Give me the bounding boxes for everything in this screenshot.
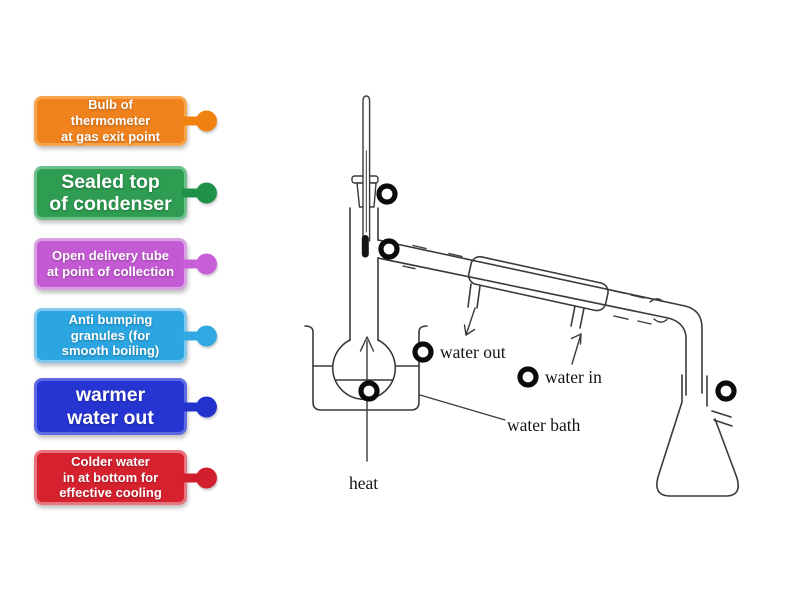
heat-label: heat bbox=[349, 473, 378, 493]
thermometer-bulb bbox=[361, 235, 369, 258]
connector-stem bbox=[182, 188, 201, 198]
answer-slot-flask-bottom[interactable] bbox=[358, 380, 380, 402]
water-in-label: water in bbox=[545, 367, 602, 387]
label-text: Anti bumping granules (for smooth boilin… bbox=[61, 311, 160, 359]
water-bath-label: water bath bbox=[507, 415, 581, 435]
label-text: Colder water in at bottom for effective … bbox=[59, 453, 162, 501]
connector-stem bbox=[182, 473, 201, 482]
label-chip-open-delivery-tube[interactable]: Open delivery tube at point of collectio… bbox=[34, 238, 217, 290]
condenser-inner-tube bbox=[377, 239, 703, 396]
flask-neck bbox=[349, 207, 379, 341]
label-chip-bulb-of-thermometer[interactable]: Bulb of thermometer at gas exit point bbox=[34, 96, 217, 146]
answer-slot-collection-point[interactable] bbox=[715, 380, 737, 402]
joint-marks bbox=[402, 244, 668, 325]
label-chip-colder-water-in[interactable]: Colder water in at bottom for effective … bbox=[34, 450, 217, 505]
connector-stem bbox=[182, 331, 201, 340]
label-text: Sealed top of condenser bbox=[49, 170, 172, 215]
connector-stem bbox=[182, 116, 201, 126]
connector-dot[interactable] bbox=[196, 467, 217, 488]
answer-slot-condenser-top[interactable] bbox=[378, 238, 400, 260]
conical-flask bbox=[656, 374, 739, 497]
answer-slot-water-in[interactable] bbox=[517, 366, 539, 388]
condenser-jacket bbox=[467, 255, 609, 312]
thermometer bbox=[361, 95, 371, 258]
connector-dot[interactable] bbox=[196, 182, 217, 204]
label-chip-sealed-top-of-condenser[interactable]: Sealed top of condenser bbox=[34, 166, 217, 220]
label-text: Open delivery tube at point of collectio… bbox=[46, 248, 175, 279]
water-out-arrow bbox=[463, 307, 476, 336]
water-bath-leader-line bbox=[419, 394, 506, 421]
label-chip-anti-bumping-granules[interactable]: Anti bumping granules (for smooth boilin… bbox=[34, 308, 217, 363]
connector-dot[interactable] bbox=[196, 396, 217, 417]
water-out-label: water out bbox=[440, 342, 506, 362]
answer-slot-water-out[interactable] bbox=[412, 341, 434, 363]
connector-stem bbox=[182, 402, 201, 411]
connector-dot[interactable] bbox=[196, 110, 217, 132]
label-text: warmer water out bbox=[67, 384, 154, 429]
connector-dot[interactable] bbox=[196, 325, 217, 346]
connector-dot[interactable] bbox=[196, 253, 217, 275]
water-out-nozzle bbox=[467, 283, 481, 309]
water-in-nozzle bbox=[570, 305, 585, 329]
label-text: Bulb of thermometer at gas exit point bbox=[61, 97, 160, 144]
water-bath bbox=[304, 325, 428, 411]
label-chip-warmer-water-out[interactable]: warmer water out bbox=[34, 378, 217, 435]
water-in-arrow bbox=[570, 333, 582, 365]
connector-stem bbox=[182, 259, 201, 269]
answer-slot-thermometer-top[interactable] bbox=[376, 183, 398, 205]
